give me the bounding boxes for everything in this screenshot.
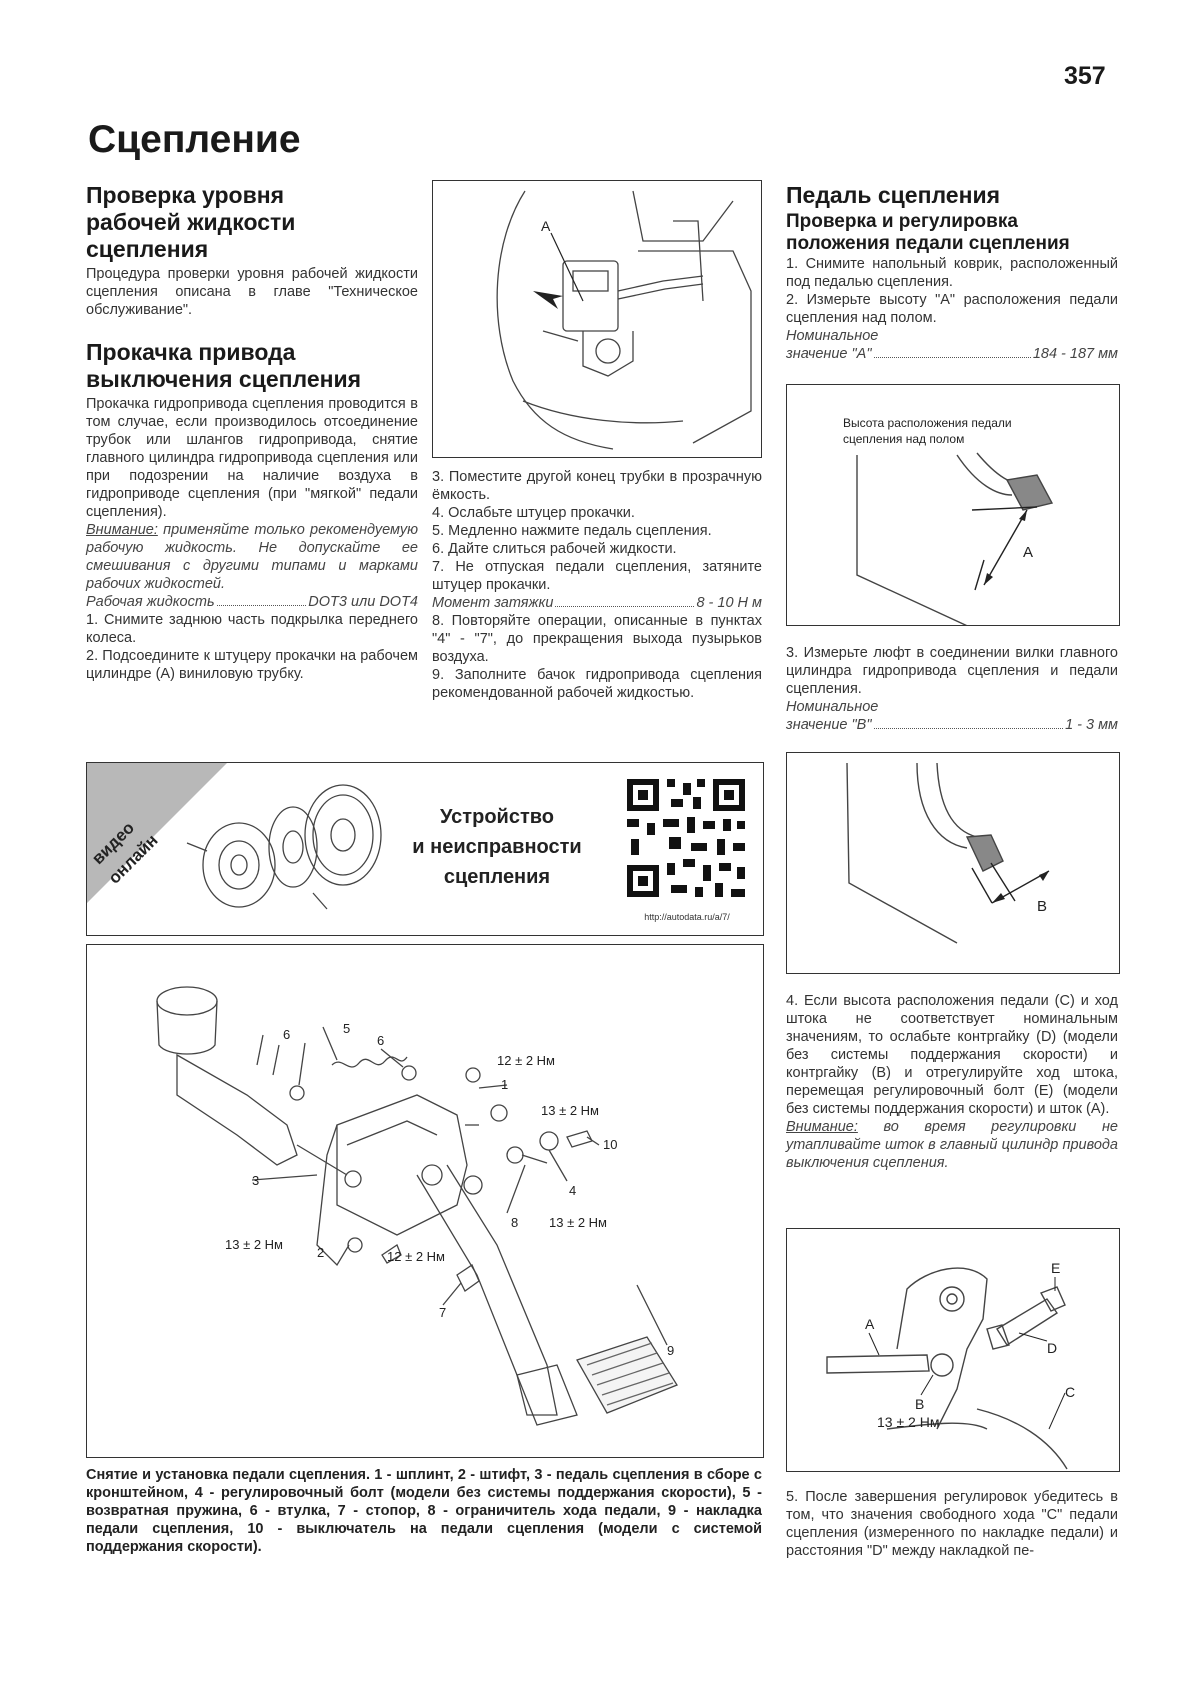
step-4: 4. Ослабьте штуцер прокачки.: [432, 505, 635, 521]
column-3-adjust: 4. Если высота расположения педали (С) и…: [786, 992, 1118, 1172]
adjustment-figure: E D A B C 13 ± 2 Нм: [786, 1228, 1120, 1472]
pedal-step-3: 3. Измерьте люфт в соединении вилки глав…: [786, 645, 1118, 697]
section-title-pedal: Педаль сцепления: [786, 182, 1001, 208]
pedal-step-5: 5. После завершения регулировок убедитес…: [786, 1489, 1118, 1559]
svg-text:9: 9: [667, 1343, 674, 1358]
section-title-bleeding: Прокачка привода выключения сцепления: [86, 339, 362, 392]
step-1: 1. Снимите заднюю часть подкрылка передн…: [86, 612, 418, 646]
pedal-height-figure: Высота расположения педали сцепления над…: [786, 384, 1120, 636]
step-9: 9. Заполните бачок гидропривода сцеплени…: [432, 667, 762, 701]
bleeding-text: Прокачка гидропривода сцепления проводит…: [86, 396, 418, 520]
nominal-a-label: Номинальное: [786, 328, 879, 344]
svg-text:1: 1: [501, 1077, 508, 1092]
bleed-screw-figure: A: [432, 180, 762, 458]
nominal-b-spec: значение "В"1 - 3 мм: [786, 717, 1118, 733]
clutch-kit-icon: [186, 784, 382, 910]
svg-text:4: 4: [569, 1183, 576, 1198]
svg-text:10: 10: [603, 1137, 617, 1152]
pedal-height-drawing: Высота расположения педали сцепления над…: [843, 416, 1054, 636]
adjust-warning: Внимание: во время регулировки не утапли…: [786, 1119, 1118, 1171]
nominal-b-label: Номинальное: [786, 699, 879, 715]
column-3-mid: 3. Измерьте люфт в соединении вилки глав…: [786, 644, 1118, 734]
nominal-a-spec: значение "А"184 - 187 мм: [786, 346, 1118, 362]
section-title-fluid-check: Проверка уровня рабочей жидкости сцеплен…: [86, 182, 296, 262]
svg-text:8: 8: [511, 1215, 518, 1230]
pedal-exploded-drawing: 1 2 3 4 5 6 6 7 8 9 10 12 ± 2 Нм 13 ± 2 …: [156, 986, 678, 1426]
page-number: 357: [1064, 62, 1106, 90]
svg-text:13 ± 2 Нм: 13 ± 2 Нм: [541, 1103, 599, 1118]
video-title-line1: Устройство: [440, 806, 554, 828]
free-play-label-b: B: [1037, 898, 1047, 915]
bleed-screw-drawing: A: [496, 190, 752, 450]
svg-text:E: E: [1051, 1260, 1060, 1276]
video-title-line3: сцепления: [444, 866, 550, 888]
pedal-height-label-l2: сцепления над полом: [843, 432, 964, 446]
free-play-drawing: B: [846, 762, 1050, 944]
svg-text:12 ± 2 Нм: 12 ± 2 Нм: [387, 1249, 445, 1264]
pedal-figure-caption: Снятие и установка педали сцепления. 1 -…: [86, 1467, 762, 1555]
svg-text:12 ± 2 Нм: 12 ± 2 Нм: [497, 1053, 555, 1068]
pedal-height-label-a: A: [1023, 544, 1033, 561]
svg-text:7: 7: [439, 1305, 446, 1320]
pedal-step-4: 4. Если высота расположения педали (С) и…: [786, 993, 1118, 1117]
qr-code-icon: [625, 777, 749, 901]
svg-text:C: C: [1065, 1384, 1075, 1400]
column-3-bottom: 5. После завершения регулировок убедитес…: [786, 1488, 1118, 1560]
chapter-title: Сцепление: [88, 118, 301, 161]
pedal-step-2: 2. Измерьте высоту "А" расположения педа…: [786, 292, 1118, 326]
column-1: Проверка уровня рабочей жидкости сцеплен…: [86, 182, 418, 683]
svg-text:5: 5: [343, 1021, 350, 1036]
svg-text:6: 6: [283, 1027, 290, 1042]
step-6: 6. Дайте слиться рабочей жидкости.: [432, 541, 677, 557]
video-banner[interactable]: видео онлайн Устройство и неисправности …: [86, 762, 764, 936]
svg-text:13 ± 2 Нм: 13 ± 2 Нм: [549, 1215, 607, 1230]
adjustment-labels: E D A B C 13 ± 2 Нм: [865, 1260, 1075, 1430]
video-title-line2: и неисправности: [412, 836, 581, 858]
svg-text:3: 3: [252, 1173, 259, 1188]
column-3-top: Педаль сцепления Проверка и регулировка …: [786, 182, 1118, 363]
step-2: 2. Подсоедините к штуцеру прокачки на ра…: [86, 648, 418, 682]
step-3: 3. Поместите другой конец трубки в прозр…: [432, 469, 762, 503]
svg-text:B: B: [915, 1396, 924, 1412]
free-play-figure: B: [786, 752, 1120, 974]
step-5: 5. Медленно нажмите педаль сцепления.: [432, 523, 712, 539]
svg-text:13 ± 2 Нм: 13 ± 2 Нм: [225, 1237, 283, 1252]
video-url: http://autodata.ru/a/7/: [644, 912, 730, 922]
svg-text:A: A: [865, 1316, 875, 1332]
figure-label-a: A: [541, 218, 551, 234]
pedal-height-label-l1: Высота расположения педали: [843, 416, 1012, 430]
step-7: 7. Не отпуская педали сцепления, затянит…: [432, 559, 762, 593]
svg-text:D: D: [1047, 1340, 1057, 1356]
column-2-text: 3. Поместите другой конец трубки в прозр…: [432, 468, 762, 702]
svg-text:2: 2: [317, 1245, 324, 1260]
fluid-check-text: Процедура проверки уровня рабочей жидкос…: [86, 266, 418, 318]
pedal-exploded-figure: 1 2 3 4 5 6 6 7 8 9 10 12 ± 2 Нм 13 ± 2 …: [86, 944, 764, 1458]
svg-text:13 ± 2 Нм: 13 ± 2 Нм: [877, 1414, 939, 1430]
video-banner-art: видео онлайн Устройство и неисправности …: [87, 763, 749, 922]
adjustment-drawing: E D A B C 13 ± 2 Нм: [826, 1260, 1075, 1470]
svg-text:6: 6: [377, 1033, 384, 1048]
pedal-callouts: 1 2 3 4 5 6 6 7 8 9 10 12 ± 2 Нм 13 ± 2 …: [225, 1021, 674, 1358]
step-8: 8. Повторяйте операции, описанные в пунк…: [432, 613, 762, 665]
pedal-step-1: 1. Снимите напольный коврик, расположенн…: [786, 256, 1118, 290]
section-subtitle-pedal: Проверка и регулировка положения педали …: [786, 211, 1070, 254]
warning-note: Внимание: применяйте только рекомендуему…: [86, 522, 418, 592]
